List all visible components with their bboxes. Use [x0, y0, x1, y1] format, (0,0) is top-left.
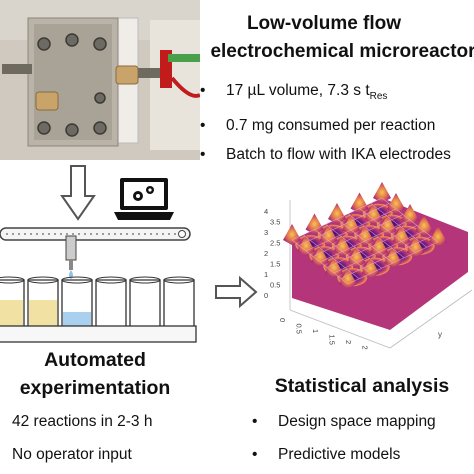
reactor-title-line1: Low-volume flow	[246, 13, 402, 34]
y-tick-label: 2	[264, 249, 268, 258]
surface-peak	[350, 192, 369, 214]
surface-peak	[415, 215, 433, 236]
y-tick-label: 4	[264, 207, 268, 216]
surface-peak	[311, 246, 329, 267]
y-tick-label: 2.5	[270, 239, 280, 248]
surface-peak	[319, 224, 338, 246]
y-tick-label: 3.5	[270, 218, 280, 227]
y-axis-label: y	[438, 330, 442, 339]
reactor-bullet-3-text: Batch to flow with IKA electrodes	[226, 146, 451, 163]
surface-peak	[305, 213, 324, 235]
y-tick-label: 0.5	[270, 281, 280, 290]
reactor-title-line2: electrochemical microreactor	[210, 41, 474, 62]
reactor-bullet-2-text: 0.7 mg consumed per reaction	[226, 117, 436, 134]
surface-peak	[342, 214, 360, 235]
x-tick-label: 2	[344, 340, 353, 344]
reactor-photo	[0, 0, 200, 160]
y-tick-label: 3	[264, 228, 268, 237]
x-tick-label: 1.5	[328, 335, 337, 345]
surface-peak	[364, 203, 383, 225]
surface-peak	[384, 247, 402, 268]
gear-icon	[133, 186, 154, 201]
y-tick-label: 1	[264, 270, 268, 279]
x-tick-label: 1	[311, 329, 320, 333]
statistics-bullet-1-text: Design space mapping	[278, 413, 436, 430]
x-tick-label: 0.5	[295, 324, 304, 334]
surface-peak	[392, 225, 411, 247]
down-arrow-icon	[60, 165, 96, 221]
surface-peak	[339, 268, 357, 289]
automation-rig	[0, 227, 197, 343]
statistics-title: Statistical analysis	[274, 375, 450, 397]
surface-peak	[361, 257, 380, 279]
automation-line-1: 42 reactions in 2-3 h	[12, 413, 153, 430]
surface-peak	[378, 214, 397, 236]
y-tick-label: 0	[264, 291, 268, 300]
statistics-bullet-2-text: Predictive models	[278, 446, 401, 463]
surface-peak	[333, 235, 352, 257]
surface-peak	[406, 236, 425, 258]
surface-plot: 00.511.522.53 43.532.521.510.50 y	[264, 182, 473, 351]
automation-line-2: No operator input	[12, 446, 132, 463]
surface-peak	[356, 225, 374, 246]
automation-title-line2: experimentation	[19, 377, 171, 399]
surface-peak	[370, 236, 388, 257]
x-tick-label: 2.5	[361, 346, 370, 351]
surface-peak	[297, 235, 315, 256]
surface-peak	[373, 182, 391, 203]
reactor-bullet-1-text: 17 µL volume, 7.3 s tRes	[226, 82, 388, 103]
surface-peak	[283, 224, 301, 245]
automation-title-line1: Automated	[44, 349, 146, 371]
surface-peak	[325, 257, 343, 278]
y-tick-label: 1.5	[270, 260, 280, 269]
x-tick-label: 0	[278, 318, 287, 322]
surface-peak	[387, 193, 405, 214]
surface-peak	[429, 226, 447, 247]
surface-peak	[347, 246, 366, 268]
surface-peak	[328, 203, 346, 224]
surface-peak	[401, 204, 419, 225]
laptop-gears-icon	[114, 178, 174, 220]
right-arrow-icon	[215, 276, 258, 308]
